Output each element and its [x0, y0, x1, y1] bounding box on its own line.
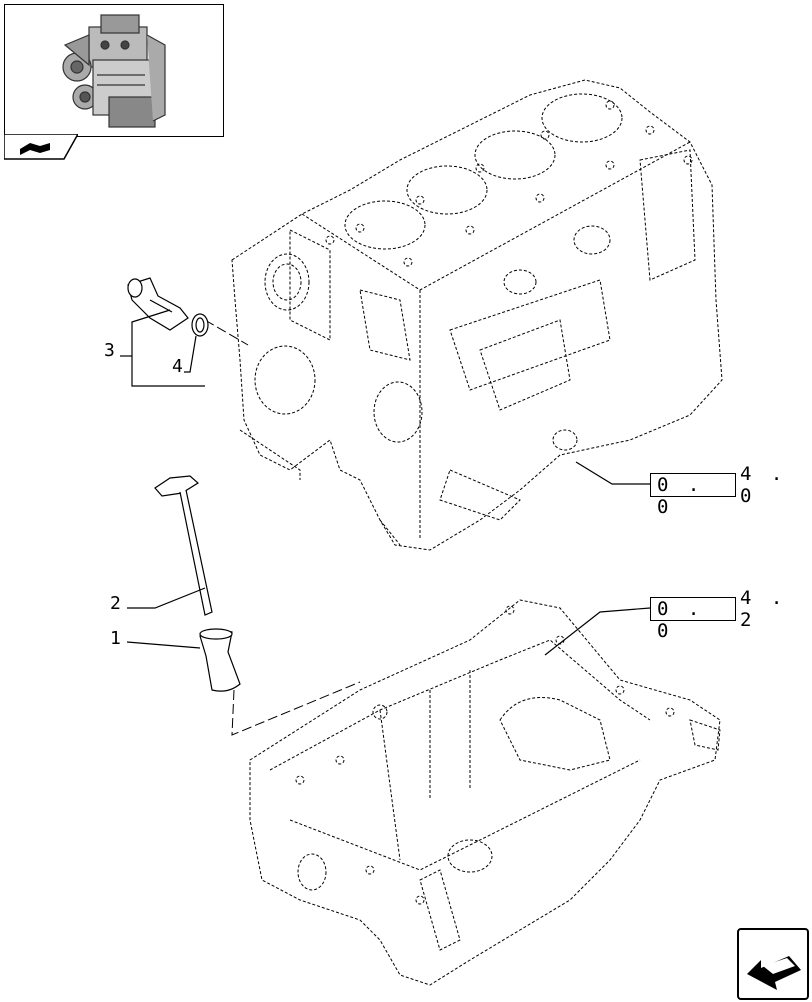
part-2-dipstick[interactable] — [154, 475, 213, 616]
reference-block-section: 0 . 0 — [650, 473, 736, 518]
thumbnail-tab[interactable] — [3, 133, 80, 160]
back-arrow-icon — [747, 956, 801, 990]
reference-block-page: 4 . 0 — [740, 463, 787, 507]
reference-sump-page: 4 . 2 — [740, 587, 787, 631]
callout-4[interactable]: 4 — [172, 356, 183, 377]
part-1-dipstick-tube[interactable] — [199, 628, 241, 692]
part-4-seal-ring[interactable] — [191, 313, 209, 337]
reference-sump-section: 0 . 0 — [650, 597, 736, 642]
callout-3[interactable]: 3 — [104, 340, 115, 361]
leader-lines — [120, 309, 651, 656]
reference-block[interactable]: 0 . 0 4 . 0 — [650, 463, 812, 518]
callout-1[interactable]: 1 — [110, 628, 121, 649]
engine-thumbnail[interactable] — [4, 4, 224, 137]
oil-sump — [249, 599, 721, 986]
cylinder-block — [231, 79, 723, 551]
engine-thumbnail-icon — [62, 14, 166, 128]
book-folder-icon — [3, 133, 80, 160]
back-navigation-button[interactable] — [737, 928, 809, 1000]
reference-sump[interactable]: 0 . 0 4 . 2 — [650, 587, 812, 642]
part-3-fitting[interactable] — [127, 277, 189, 331]
callout-2[interactable]: 2 — [110, 593, 121, 614]
